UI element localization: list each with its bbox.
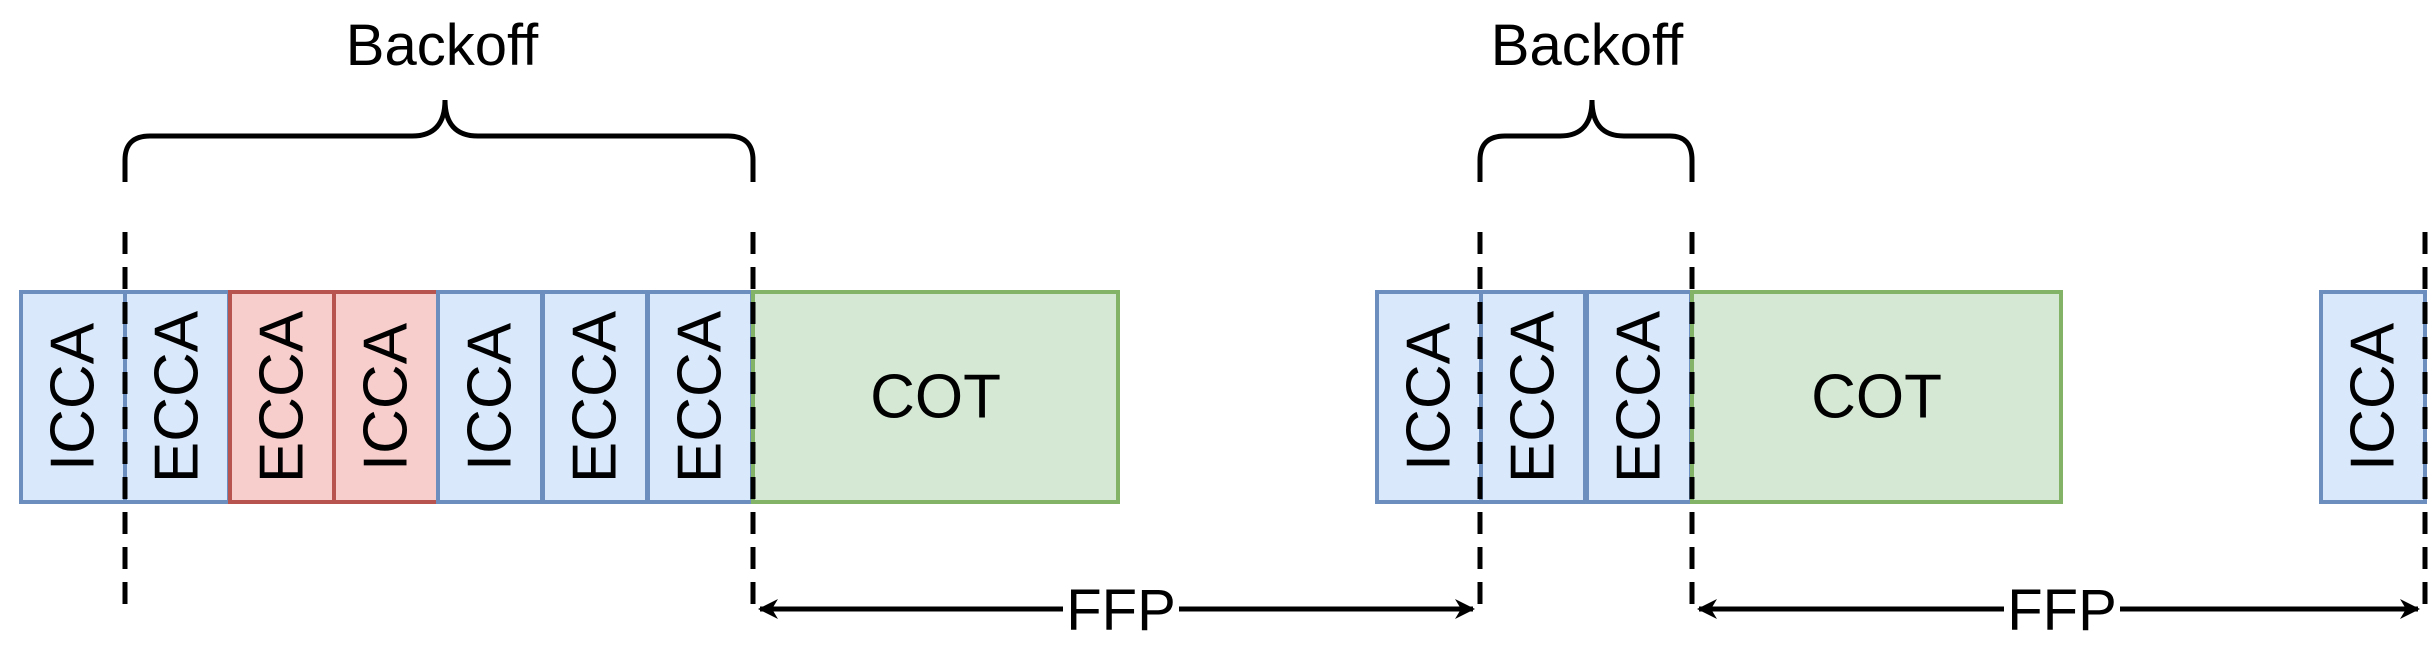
ffp-label-2: FFP: [2007, 578, 2117, 643]
cot-box: [751, 290, 1120, 504]
slot-box: [541, 290, 649, 504]
slot-label: ECCA: [666, 310, 735, 483]
slot-10: ECCA: [1585, 290, 1693, 504]
cot-label: COT: [1811, 363, 1942, 432]
cot-block-1: COT: [751, 290, 1120, 504]
slot-5: ICCA: [436, 290, 544, 504]
slot-box: [1479, 290, 1587, 504]
slot-label: ECCA: [143, 310, 212, 483]
slot-box: [123, 290, 231, 504]
ffp-label-bg-1: [1063, 582, 1179, 642]
backoff-brace-1: [122, 99, 756, 182]
ffp-label-bg-2: [2004, 582, 2120, 642]
slot-label: ECCA: [248, 310, 317, 483]
slot-label: ECCA: [1499, 310, 1568, 483]
slot-label: ICCA: [456, 322, 525, 471]
ffp-label-1: FFP: [1066, 578, 1176, 643]
backoff-label-1: Backoff: [346, 13, 539, 78]
slot-box: [646, 290, 754, 504]
backoff-label-2: Backoff: [1491, 13, 1684, 78]
slot-label: ECCA: [561, 310, 630, 483]
cot-label: COT: [870, 363, 1001, 432]
slot-11: ICCA: [2319, 290, 2427, 504]
slot-2: ECCA: [123, 290, 231, 504]
slot-box: [1375, 290, 1483, 504]
slot-label: ECCA: [1605, 310, 1674, 483]
slot-box: [1585, 290, 1693, 504]
cot-box: [1690, 290, 2063, 504]
slot-9: ECCA: [1479, 290, 1587, 504]
slot-row: ICCA ECCA ECCA ICCA ICCA ECCA ECCA ICCA ECCA ECCA…: [19, 290, 2427, 504]
slot-box: [2319, 290, 2427, 504]
slot-8: ICCA: [1375, 290, 1483, 504]
slot-4: ICCA: [332, 290, 440, 504]
slot-box: [19, 290, 127, 504]
cot-block-2: COT: [1690, 290, 2063, 504]
slot-box: [228, 290, 336, 504]
slot-1: ICCA: [19, 290, 127, 504]
slot-6: ECCA: [541, 290, 649, 504]
slot-box: [436, 290, 544, 504]
dashed-markers: [122, 232, 2428, 605]
backoff-brace-2: [1477, 99, 1695, 182]
slot-7: ECCA: [646, 290, 754, 504]
slot-3: ECCA: [228, 290, 336, 504]
slot-label: ICCA: [1395, 322, 1464, 471]
slot-label: ICCA: [2339, 322, 2408, 471]
slot-label: ICCA: [352, 322, 421, 471]
slot-label: ICCA: [39, 322, 108, 471]
